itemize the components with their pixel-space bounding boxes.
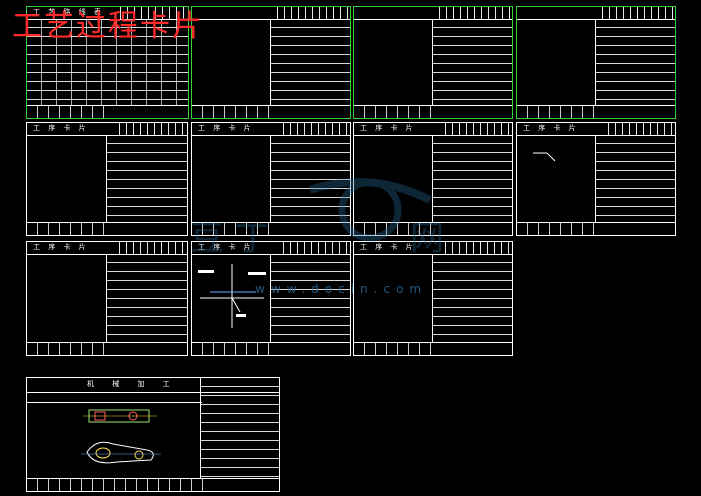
card-footer [517, 222, 675, 235]
operation-table [270, 254, 350, 343]
drawing-table [200, 378, 279, 479]
card-footer [192, 105, 350, 118]
operation-table [432, 19, 512, 106]
card-label: 工 序 卡 片 [198, 243, 254, 251]
card-label: 工 序 卡 片 [33, 243, 89, 251]
card-footer [27, 105, 188, 118]
machining-drawing-card[interactable]: 机 械 加 工 [26, 377, 280, 492]
operation-card-1[interactable]: 工 序 卡 片 [26, 122, 188, 236]
card-footer [354, 342, 512, 355]
card-label: 工 序 卡 片 [33, 124, 89, 132]
operation-table [106, 135, 187, 223]
route-table [27, 19, 188, 106]
watermark-url: www.docin.com [255, 282, 428, 296]
card-label: 工 艺 路 线 表 [33, 8, 104, 16]
card-label: 工 序 卡 片 [523, 124, 579, 132]
operation-card-2[interactable]: 工 序 卡 片 [191, 122, 351, 236]
page-title: 工艺过程卡片 [12, 9, 204, 44]
card-header: 机 械 加 工 [27, 378, 279, 393]
operation-table [595, 19, 675, 106]
card-footer [354, 105, 512, 118]
process-card-2[interactable] [191, 6, 351, 119]
card-footer [192, 342, 350, 355]
operation-table [270, 135, 350, 223]
operation-table [432, 135, 512, 223]
operation-table [106, 254, 187, 343]
process-card-3[interactable] [353, 6, 513, 119]
card-footer [27, 342, 187, 355]
part-sketch-icon [533, 152, 556, 162]
operation-card-6[interactable]: 工 序 卡 片 [191, 241, 351, 356]
operation-card-3[interactable]: 工 序 卡 片 [353, 122, 513, 236]
fixture-sketch-icon [198, 264, 266, 328]
card-label: 机 械 加 工 [87, 380, 178, 388]
card-footer [354, 222, 512, 235]
card-footer [517, 105, 675, 118]
card-label: 工 序 卡 片 [198, 124, 254, 132]
card-label: 工 序 卡 片 [360, 124, 416, 132]
card-footer [27, 478, 279, 491]
operation-table [432, 254, 512, 343]
process-card-4[interactable] [516, 6, 676, 119]
card-footer [192, 222, 350, 235]
card-footer [27, 222, 187, 235]
operation-table [595, 135, 675, 223]
operation-card-5[interactable]: 工 序 卡 片 [26, 241, 188, 356]
process-card-1[interactable]: 工 艺 路 线 表 [26, 6, 189, 119]
card-label: 工 序 卡 片 [360, 243, 416, 251]
operation-card-4[interactable]: 工 序 卡 片 [516, 122, 676, 236]
operation-table [270, 19, 350, 106]
operation-card-7[interactable]: 工 序 卡 片 [353, 241, 513, 356]
part-drawing-icon [81, 409, 161, 464]
